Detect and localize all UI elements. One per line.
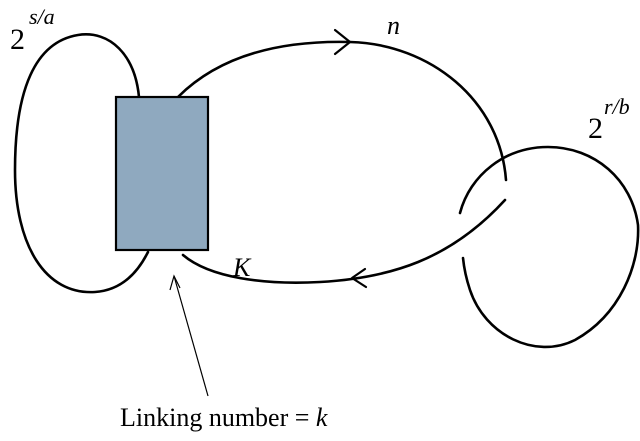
right-surgery-base: 2 [588, 112, 603, 145]
shaded-box [114, 95, 210, 252]
right-surgery-loop [458, 145, 640, 349]
top-strand-arrow [333, 28, 352, 56]
bottom-strand-k [181, 198, 507, 284]
top-strand-n [176, 40, 508, 182]
linking-number-pointer [173, 275, 209, 397]
right-surgery-exponent: r/b [604, 94, 630, 119]
top-strand-label: n [387, 11, 400, 40]
pointer-arrowhead [169, 274, 181, 291]
bottom-strand-label: K [232, 253, 252, 282]
left-surgery-base: 2 [10, 23, 25, 56]
caption-variable: k [316, 403, 328, 432]
left-surgery-exponent: s/a [29, 4, 55, 29]
left-surgery-loop [13, 33, 150, 294]
linking-number-caption: Linking number = k [120, 403, 328, 432]
caption-prefix: Linking number = [120, 403, 316, 432]
bottom-strand-arrow [350, 267, 368, 289]
